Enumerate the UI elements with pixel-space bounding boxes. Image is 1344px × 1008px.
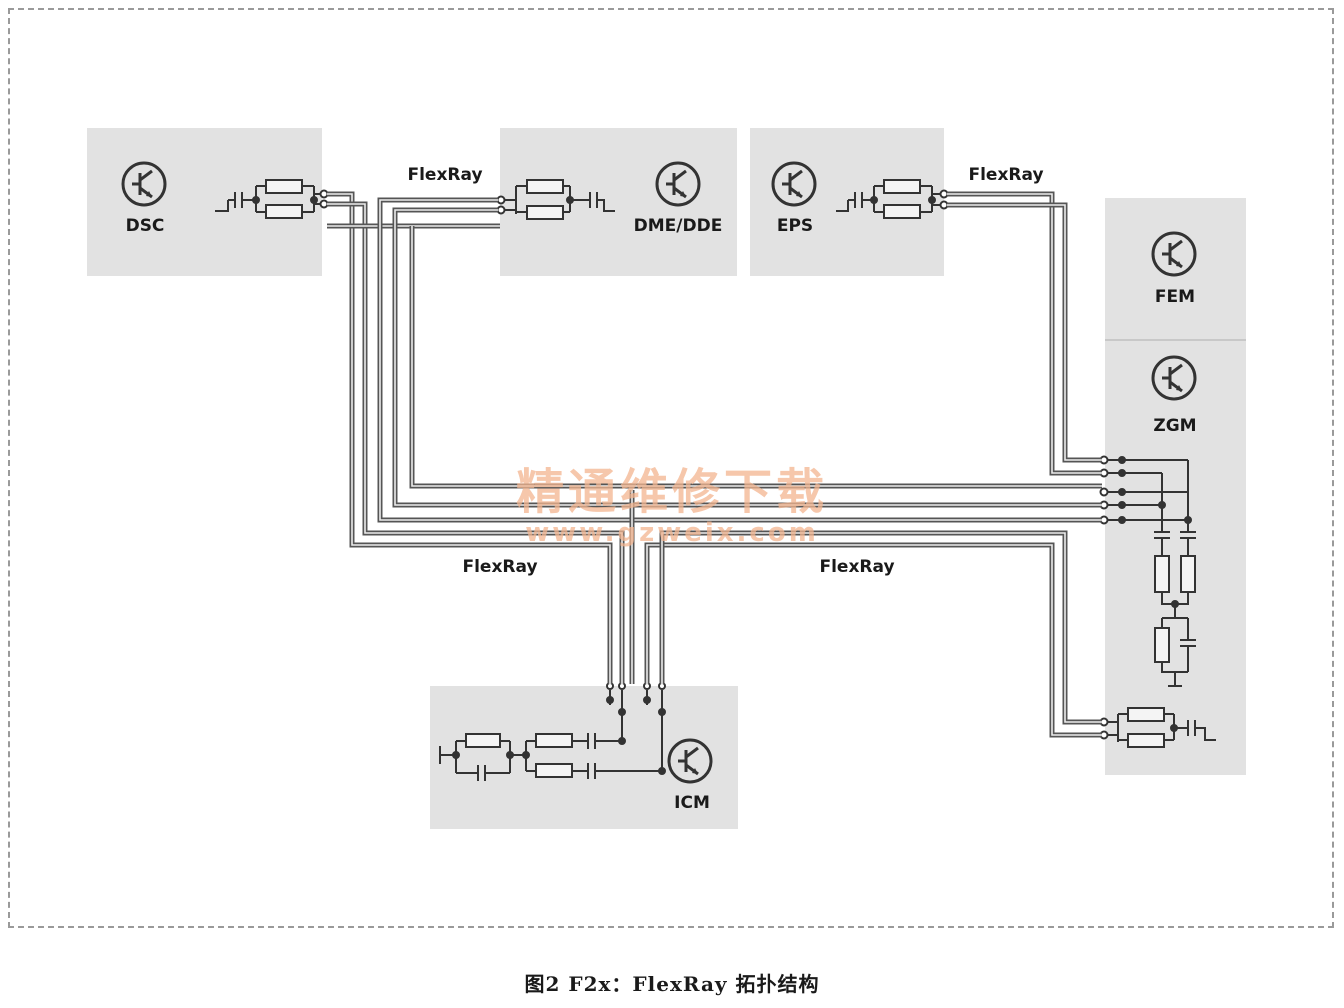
watermark-url: www.gzweix.com (525, 518, 819, 548)
flexray-label-bottom-left: FlexRay (462, 557, 537, 577)
ecu-box-dsc (87, 128, 322, 276)
ecu-label-eps: EPS (777, 216, 813, 236)
ecu-label-dsc: DSC (126, 216, 165, 236)
ecu-box-fem (1105, 198, 1246, 340)
figure-frame (8, 8, 1334, 928)
flexray-label-top-right: FlexRay (968, 165, 1043, 185)
ecu-label-dme: DME/DDE (634, 216, 723, 236)
icm-termination-circuit (439, 682, 666, 781)
zgm-star-coupler-circuit (1099, 455, 1216, 748)
ecu-box-zgm (1105, 340, 1246, 775)
eps-termination-circuit (836, 179, 949, 219)
bus-eps-to-zgm (947, 191, 1102, 476)
ecu-label-fem: FEM (1155, 287, 1195, 307)
flexray-wiring (327, 191, 1102, 738)
bus-icm-to-zgm (644, 530, 1102, 738)
dme-termination-circuit (496, 179, 615, 220)
ecu-label-zgm: ZGM (1153, 416, 1196, 436)
watermark-title: 精通维修下载 (516, 464, 828, 520)
bus-dsc-to-dme-and-zgm (327, 223, 1102, 489)
dsc-termination-circuit (215, 179, 329, 219)
flexray-topology-diagram: DSC DME/DDE EPS FEM ZGM ICM (87, 128, 1246, 829)
ecu-box-dme (500, 128, 737, 276)
bus-dme-to-zgm (377, 197, 1102, 523)
figure-caption: 图2 F2x：FlexRay 拓扑结构 (524, 972, 820, 996)
flexray-label-top-left: FlexRay (407, 165, 482, 185)
bus-dsc-to-icm (327, 191, 625, 684)
ecu-label-icm: ICM (674, 793, 710, 813)
flexray-label-bottom-right: FlexRay (819, 557, 894, 577)
